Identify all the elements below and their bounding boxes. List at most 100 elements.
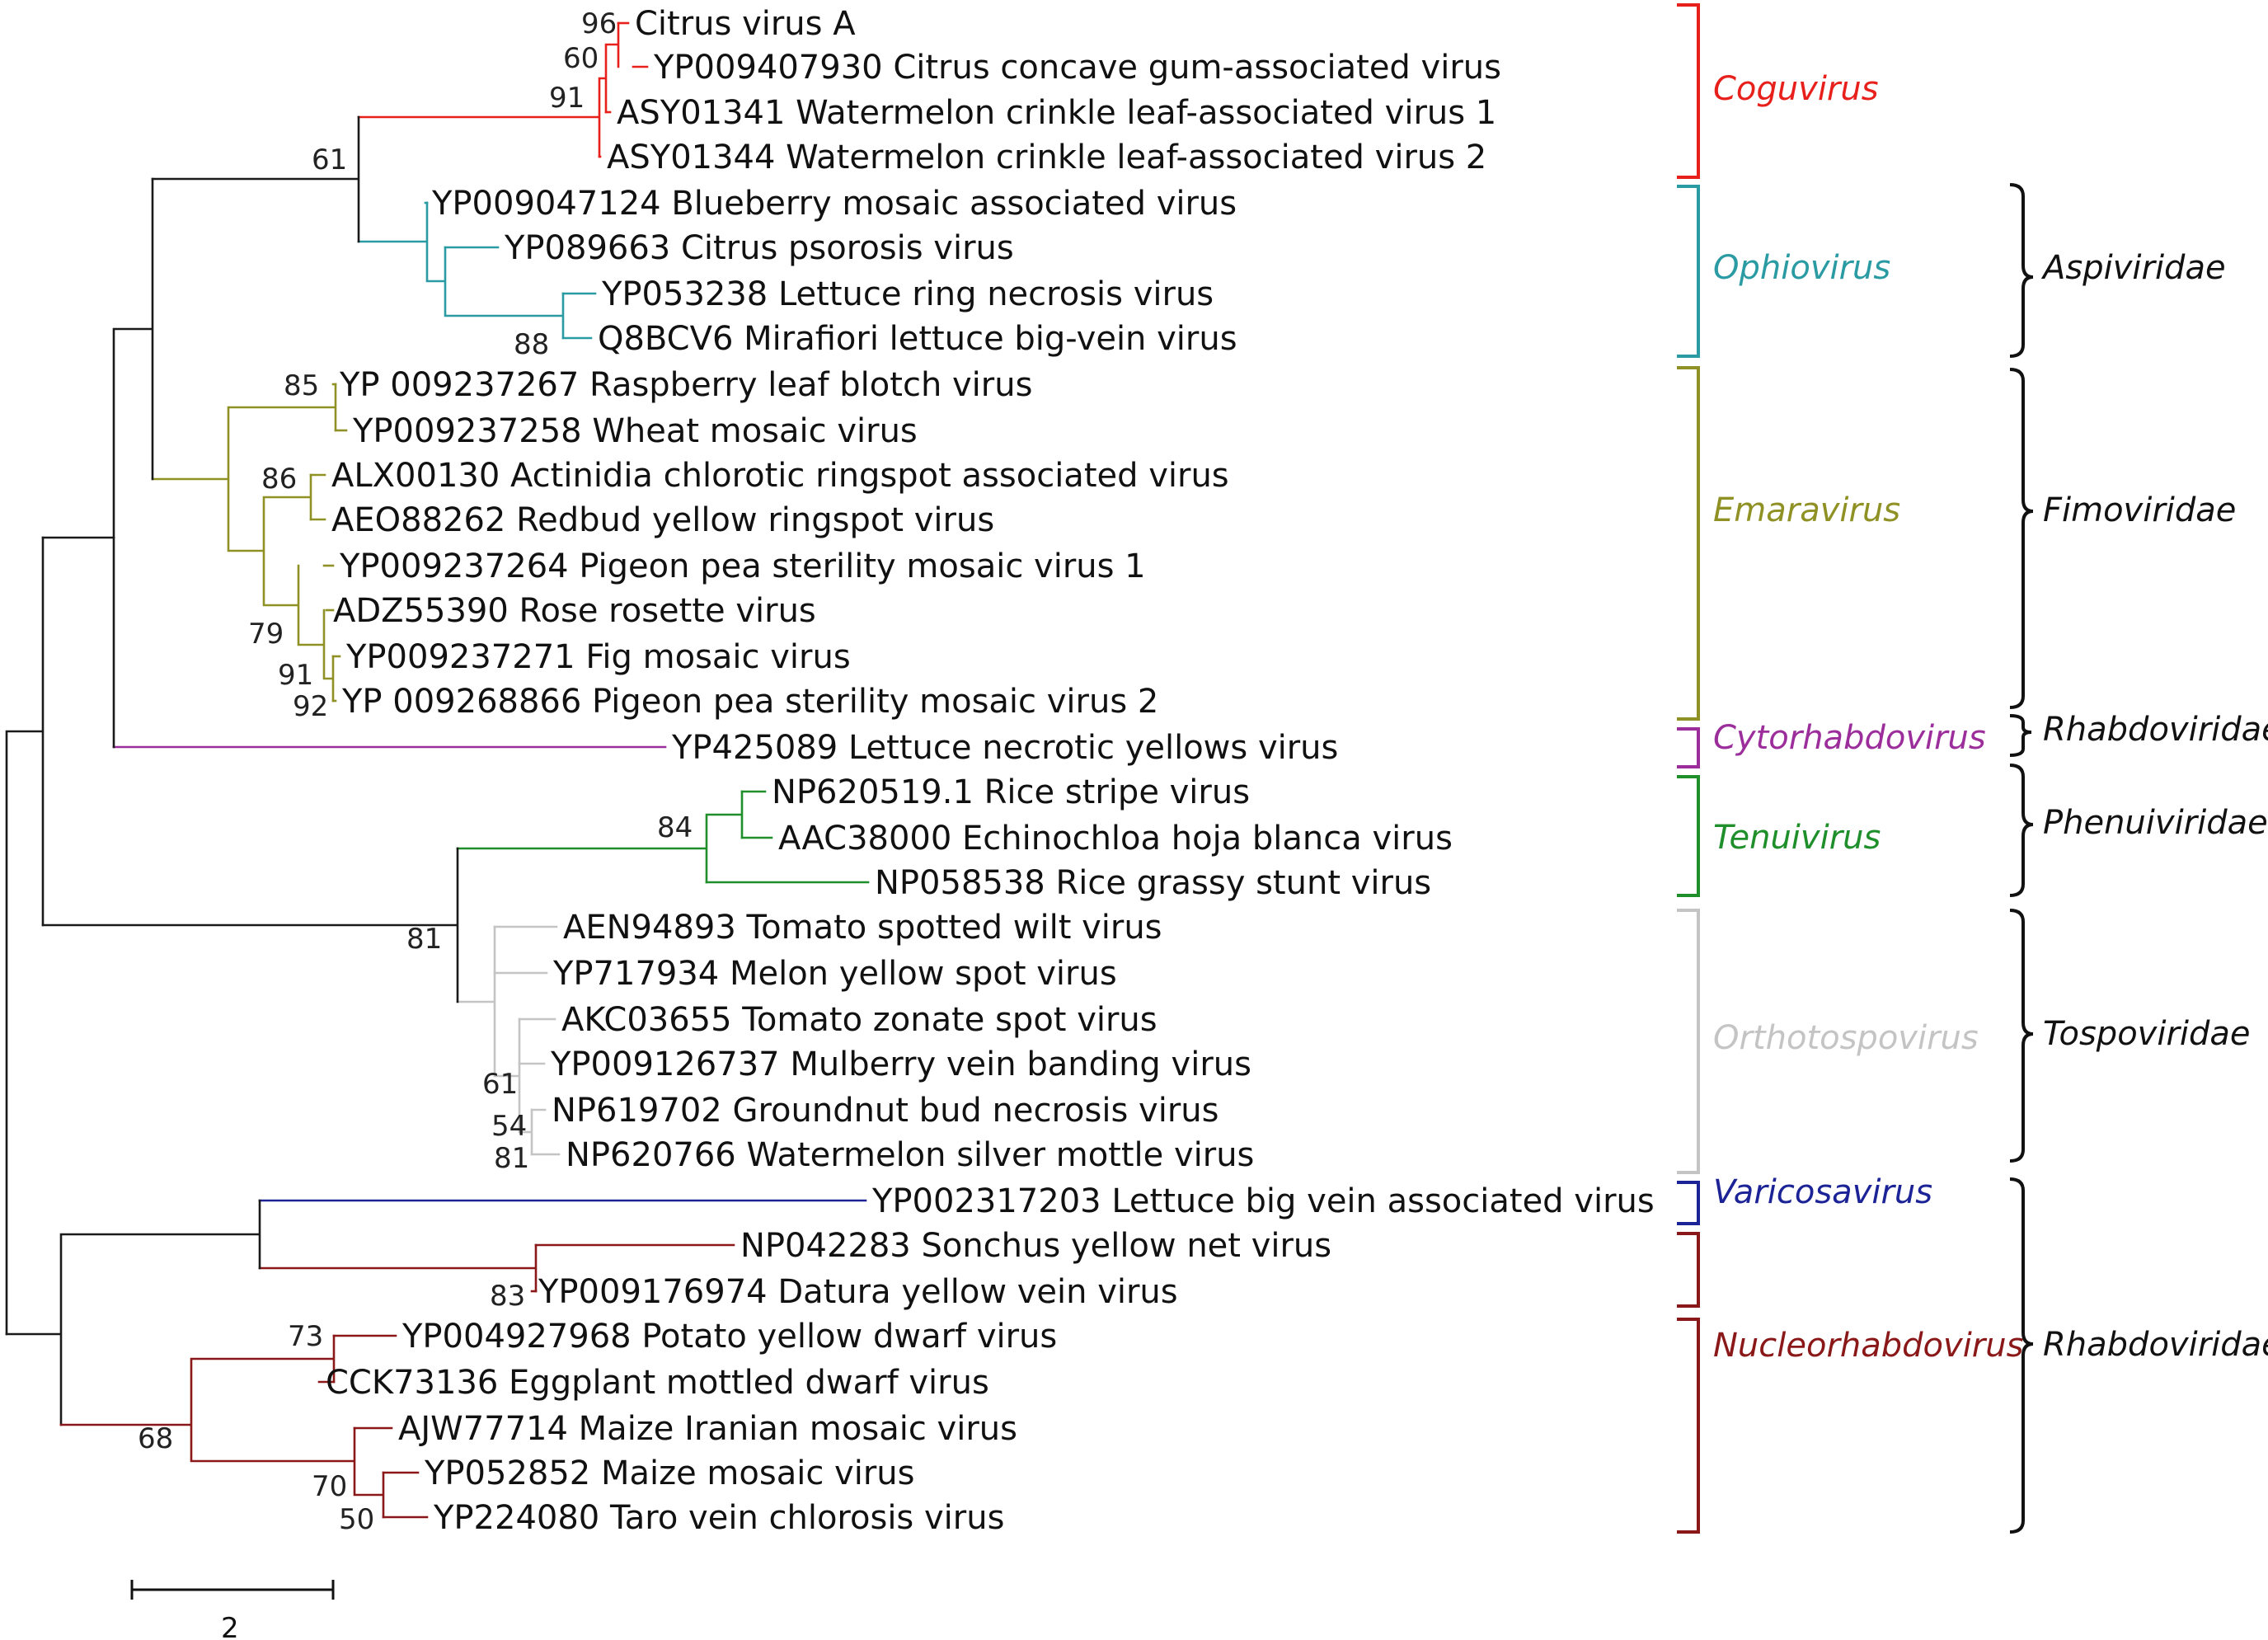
ophiovirus-bracket: [1677, 185, 1700, 358]
taxon-label: Q8BCV6 Mirafiori lettuce big-vein virus: [598, 320, 1237, 358]
taxon-label: YP009176974 Datura yellow vein virus: [538, 1273, 1178, 1311]
taxon-labels: Citrus virus A YP009407930 Citrus concave…: [326, 5, 1655, 1537]
internal-branch-6: [456, 790, 744, 884]
aspiviridae-bracket: [2009, 183, 2034, 358]
bootstrap-value: 91: [549, 82, 585, 115]
scale-bar-line: [130, 1580, 335, 1600]
emaravirus-bracket: [1677, 366, 1700, 721]
family-brackets: [2009, 183, 2034, 1534]
bootstrap-value: 83: [490, 1280, 525, 1313]
taxon-label: AJW77714 Maize Iranian mosaic virus: [398, 1410, 1017, 1448]
family-label-phenuiviridae: Phenuiviridae: [2043, 804, 2268, 842]
bootstrap-value: 50: [339, 1503, 374, 1536]
taxon-label: YP425089 Lettuce necrotic yellows virus: [671, 729, 1338, 767]
internal-branch-11: [5, 1199, 261, 1426]
family-label-fimoviridae: Fimoviridae: [2043, 491, 2236, 529]
internal-branch-3: [151, 383, 337, 703]
scale-bar: 2: [130, 1580, 335, 1640]
taxon-label: ASY01344 Watermelon crinkle leaf-associa…: [607, 139, 1486, 176]
taxon-label: NP620519.1 Rice stripe virus: [772, 773, 1250, 811]
taxon-label: YP009237258 Wheat mosaic virus: [352, 412, 918, 450]
taxon-label: YP009047124 Blueberry mosaic associated …: [431, 185, 1237, 223]
genus-label-tenuivirus: Tenuivirus: [1713, 819, 1881, 857]
bootstrap-value: 61: [312, 143, 347, 176]
bootstrap-value: 88: [514, 328, 549, 361]
taxon-label: YP052852 Maize mosaic virus: [424, 1454, 914, 1492]
taxon-label: YP009407930 Citrus concave gum-associate…: [653, 49, 1501, 87]
taxon-label: ALX00130 Actinidia chlorotic ringspot as…: [331, 457, 1229, 495]
internal-branch-10: [258, 1243, 538, 1293]
bootstrap-value: 54: [491, 1110, 527, 1143]
bootstrap-value: 81: [494, 1142, 529, 1175]
orthotospovirus-bracket: [1677, 909, 1700, 1174]
family-label-rhabdoviridae-upper: Rhabdoviridae: [2043, 711, 2268, 749]
family-labels: Aspiviridae Fimoviridae Rhabdoviridae Ph…: [2040, 249, 2268, 1364]
nucleorhabdovirus-subbracket: [1677, 1232, 1700, 1308]
genus-labels: Coguvirus Ophiovirus Emaravirus Cytorhab…: [1713, 70, 2023, 1365]
family-label-rhabdoviridae-lower: Rhabdoviridae: [2043, 1326, 2268, 1364]
genus-label-cytorhabdovirus: Cytorhabdovirus: [1713, 719, 1986, 757]
taxon-label: YP224080 Taro vein chlorosis virus: [433, 1499, 1004, 1537]
varicosavirus-bracket: [1677, 1181, 1700, 1225]
bootstrap-value: 96: [581, 7, 617, 40]
taxon-label: NP058538 Rice grassy stunt virus: [875, 864, 1431, 902]
taxon-label: YP053238 Lettuce ring necrosis virus: [601, 275, 1214, 313]
internal-branch-0: [357, 21, 620, 158]
bootstrap-value: 70: [312, 1470, 347, 1503]
bootstrap-value: 91: [278, 659, 313, 692]
bootstrap-value: 85: [284, 369, 319, 402]
family-label-tospoviridae: Tospoviridae: [2043, 1015, 2251, 1053]
bootstrap-value: 73: [288, 1320, 323, 1353]
scale-bar-label: 2: [221, 1612, 239, 1640]
taxon-label: YP009237271 Fig mosaic virus: [345, 638, 851, 676]
genus-label-ophiovirus: Ophiovirus: [1713, 249, 1890, 287]
taxon-label: ASY01341 Watermelon crinkle leaf-associa…: [617, 94, 1496, 132]
taxon-label: YP002317203 Lettuce big vein associated …: [871, 1182, 1655, 1220]
genus-label-varicosavirus: Varicosavirus: [1713, 1173, 1932, 1211]
internal-branch-8: [41, 847, 459, 1003]
taxon-label: YP717934 Melon yellow spot virus: [552, 955, 1117, 993]
internal-branch-7: [456, 925, 533, 1156]
taxon-label: AEN94893 Tomato spotted wilt virus: [563, 909, 1162, 947]
bootstrap-value: 79: [248, 618, 284, 651]
rhabdoviridae-bracket-upper: [2009, 714, 2032, 757]
taxon-label: YP009237264 Pigeon pea sterility mosaic …: [339, 547, 1146, 585]
taxon-label: YP009126737 Mulberry vein banding virus: [550, 1046, 1251, 1083]
genus-label-emaravirus: Emaravirus: [1713, 491, 1900, 529]
nucleorhabdovirus-bracket: [1677, 1318, 1700, 1534]
family-label-aspiviridae: Aspiviridae: [2040, 249, 2226, 287]
taxon-label: AAC38000 Echinochloa hoja blanca virus: [778, 820, 1453, 858]
taxon-label: AKC03655 Tomato zonate spot virus: [561, 1001, 1157, 1039]
bootstrap-value: 81: [406, 923, 442, 956]
taxon-label: AEO88262 Redbud yellow ringspot virus: [331, 501, 994, 539]
bootstrap-value: 60: [563, 42, 599, 75]
bootstrap-value: 86: [261, 463, 297, 496]
internal-branch-1: [357, 201, 565, 340]
tree-branches: [5, 21, 870, 1519]
genus-label-nucleorhabdovirus: Nucleorhabdovirus: [1713, 1327, 2023, 1365]
fimoviridae-bracket: [2009, 368, 2034, 709]
genus-brackets: [1677, 3, 1700, 1534]
coguvirus-bracket: [1677, 3, 1700, 179]
rhabdoviridae-bracket-lower: [2009, 1177, 2034, 1534]
taxon-label: YP089663 Citrus psorosis virus: [504, 229, 1014, 267]
bootstrap-value: 92: [293, 690, 328, 723]
bootstrap-value: 61: [482, 1068, 518, 1101]
taxon-label: ADZ55390 Rose rosette virus: [333, 592, 816, 630]
taxon-label: NP620766 Watermelon silver mottle virus: [566, 1136, 1254, 1174]
genus-label-orthotospovirus: Orthotospovirus: [1713, 1019, 1979, 1057]
taxon-label: NP619702 Groundnut bud necrosis virus: [552, 1092, 1219, 1130]
genus-label-coguvirus: Coguvirus: [1713, 70, 1879, 108]
bootstrap-value: 68: [138, 1422, 173, 1455]
bootstrap-value: 84: [657, 811, 693, 844]
internal-branch-4: [112, 177, 154, 749]
tospoviridae-bracket: [2009, 909, 2034, 1163]
taxon-label: NP042283 Sonchus yellow net virus: [740, 1227, 1331, 1265]
taxon-label: Citrus virus A: [635, 5, 856, 43]
taxon-label: YP004927968 Potato yellow dwarf virus: [401, 1318, 1057, 1356]
internal-branch-9: [5, 536, 45, 1336]
internal-branch-12: [59, 1334, 385, 1519]
taxon-label: YP 009237267 Raspberry leaf blotch virus: [339, 366, 1032, 404]
